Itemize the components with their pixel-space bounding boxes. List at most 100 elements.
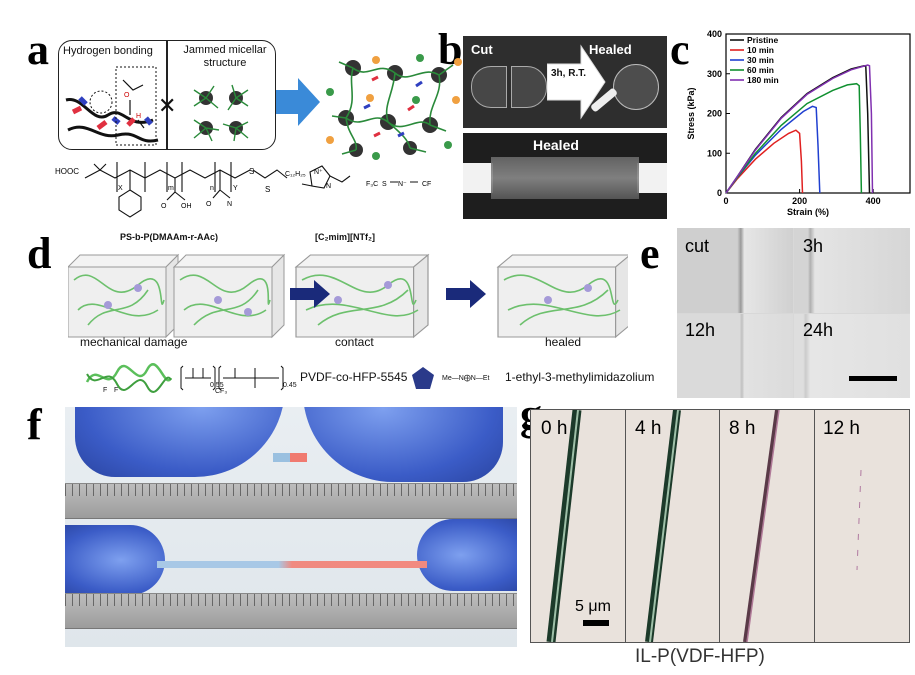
s1-label: S (249, 167, 254, 176)
hydrogen-bonding-title: Hydrogen bonding (63, 45, 153, 57)
legend-label-4: 180 min (747, 75, 779, 85)
cross-mark: ✕ (158, 94, 176, 119)
divider-2 (719, 410, 720, 642)
label-12h-g: 12 h (823, 418, 860, 439)
imidazolium-pentagon-icon (412, 367, 434, 389)
amide-n-label: N (227, 201, 232, 208)
cf3-label: CF₃ (215, 388, 228, 395)
process-arrow (547, 44, 606, 120)
scale-bar-g (583, 620, 609, 626)
y-subscript: Y (233, 185, 238, 192)
ionic-liquid-structure: N⁺ N F₃C S N⁻ CF (301, 165, 431, 190)
healed-label-top: Healed (589, 42, 632, 57)
y-tick-label: 100 (707, 148, 722, 158)
ruler-bottom (65, 593, 517, 629)
ruler-top-ticks (65, 484, 517, 496)
label-12h: 12h (685, 320, 716, 340)
healed-strip-short (273, 453, 307, 462)
oxygen-atom-label: O (124, 92, 130, 99)
x-tick-label: 0 (723, 196, 728, 206)
y-tick-label: 200 (707, 109, 722, 119)
y-axis-label: Stress (kPa) (686, 87, 696, 139)
legend-label-3: 60 min (747, 65, 774, 75)
glove-top-left (75, 407, 285, 477)
panel-g-micrographs: 0 h 4 h 8 h 12 h 5 μm (530, 409, 910, 643)
carbonyl-o-label: O (161, 203, 167, 210)
imidazolium-n: N (326, 183, 331, 190)
oh-label: OH (181, 203, 192, 210)
series-line-4 (725, 64, 874, 194)
x-tick-label: 400 (866, 196, 881, 206)
polymer-structure: HOOC X m n Y S S C₁₂H₂₅ O OH O N (55, 162, 306, 218)
label-24h: 24h (803, 320, 834, 340)
f3c-label: F₃C (366, 181, 378, 188)
panel-b-stretch-photo: Healed (463, 133, 667, 219)
s2-label: S (265, 185, 270, 194)
cf-label: CF (422, 181, 431, 188)
stretched-film (491, 157, 639, 199)
panel-label-a: a (27, 25, 49, 74)
scale-bar (849, 376, 897, 381)
panel-label-f: f (27, 400, 42, 449)
box-divider (166, 40, 168, 150)
divider-1 (625, 410, 626, 642)
label-cut: cut (685, 236, 710, 256)
imidazolium-chem: Me—N⨁N—Et (442, 375, 490, 382)
panel-g-caption: IL-P(VDF-HFP) (635, 646, 765, 667)
healed-strip-stretched (157, 561, 427, 568)
imidazolium-label: 1-ethyl-3-methylimidazolium (505, 370, 655, 384)
sulfur-label: S (382, 181, 387, 188)
glove-top-right (303, 407, 503, 482)
n-subscript: n (210, 185, 214, 192)
scale-label: 5 μm (575, 598, 611, 615)
healing-schematic (68, 254, 628, 338)
caption-healed: healed (545, 335, 582, 349)
y-tick-label: 400 (707, 30, 722, 39)
micrograph-12h (677, 314, 793, 398)
series-line-1 (725, 129, 804, 194)
x-tick-label: 200 (792, 196, 807, 206)
series-line-3 (725, 82, 863, 194)
ionic-liquid-name: [C₂mim][NTf₂] (315, 232, 375, 242)
clamp-left (463, 163, 493, 193)
pvdf-structure (85, 363, 284, 393)
c12h25-label: C₁₂H₂₅ (285, 171, 306, 178)
y-tick-label: 300 (707, 69, 722, 79)
panel-label-d: d (27, 229, 52, 278)
polymer-name: PS-b-P(DMAAm-r-AAc) (120, 232, 218, 242)
micrograph-cut (677, 228, 793, 313)
panel-f-photo (65, 407, 517, 647)
subscript-045: 0.45 (283, 382, 297, 389)
f-label-1: F (103, 387, 108, 394)
amide-o-label: O (206, 201, 212, 208)
scratch-lines (546, 410, 862, 642)
subscript-055: 0.55 (210, 382, 224, 389)
divider-3 (814, 410, 815, 642)
micrograph-3h (794, 228, 910, 313)
x-axis-label: Strain (%) (787, 207, 829, 217)
ruler-bottom-ticks (65, 594, 517, 606)
hooc-label: HOOC (55, 167, 79, 176)
caption-mechanical-damage: mechanical damage (80, 335, 188, 349)
imidazolium-n-plus: N⁺ (314, 169, 323, 176)
label-8h: 8 h (729, 418, 756, 439)
m-subscript: m (168, 185, 174, 192)
cut-label: Cut (471, 42, 493, 57)
micelle-scheme-graphic: O H ✕ (65, 54, 462, 160)
healed-disc (613, 64, 659, 110)
n-minus-label: N⁻ (398, 181, 407, 188)
glove-bottom-left (65, 525, 165, 595)
y-tick-label: 0 (717, 188, 722, 198)
micrograph-24h (794, 314, 910, 398)
glove-bottom-right (417, 519, 517, 591)
legend-label-0: Pristine (747, 35, 778, 45)
legend-label-1: 10 min (747, 45, 774, 55)
panel-label-c: c (670, 25, 690, 74)
panel-b-cut-photo: Cut 3h, R.T. Healed (463, 36, 667, 128)
clamp-right (637, 163, 667, 193)
arrow-label: 3h, R.T. (551, 68, 587, 79)
panel-e-micrographs: cut 3h 12h 24h (677, 228, 910, 398)
label-4h: 4 h (635, 418, 662, 439)
